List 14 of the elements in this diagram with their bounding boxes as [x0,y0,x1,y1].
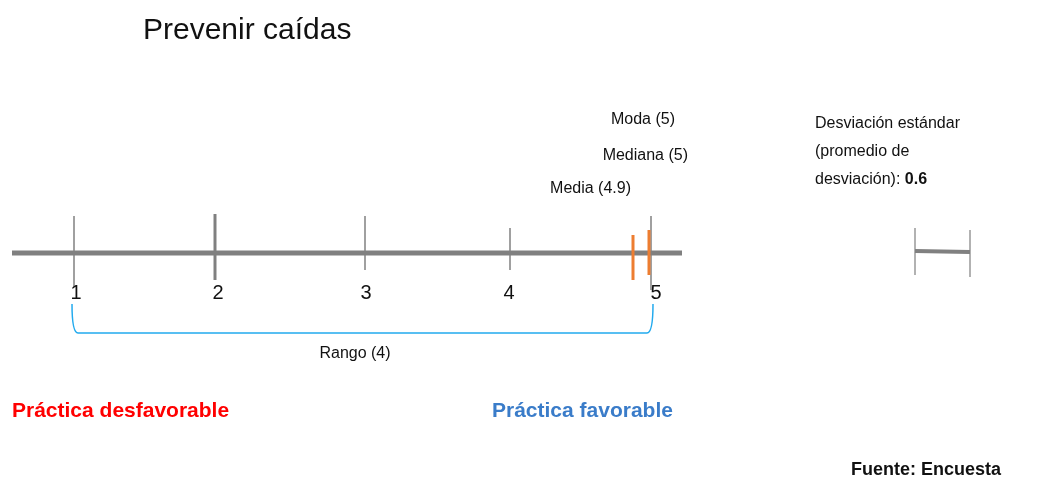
tick-label: 5 [650,281,662,304]
source-note: Fuente: Encuesta [851,459,1002,480]
tick-label: 1 [70,281,82,304]
category-label: Práctica desfavorable [12,398,230,422]
tick-label: 2 [212,281,224,304]
range-label: Rango (4) [319,344,391,362]
tick-label: 4 [503,281,515,304]
tick-label: 3 [360,281,372,304]
category-label: Práctica favorable [492,398,673,422]
statistic-label: Moda (5) [610,110,675,128]
statistic-label: Media (4.9) [550,179,631,197]
statistic-label: Mediana (5) [602,146,688,164]
title: Prevenir caídas [143,12,352,46]
statistic-note: Desviación estándar (promedio de desviación): 0.6 [815,113,961,189]
